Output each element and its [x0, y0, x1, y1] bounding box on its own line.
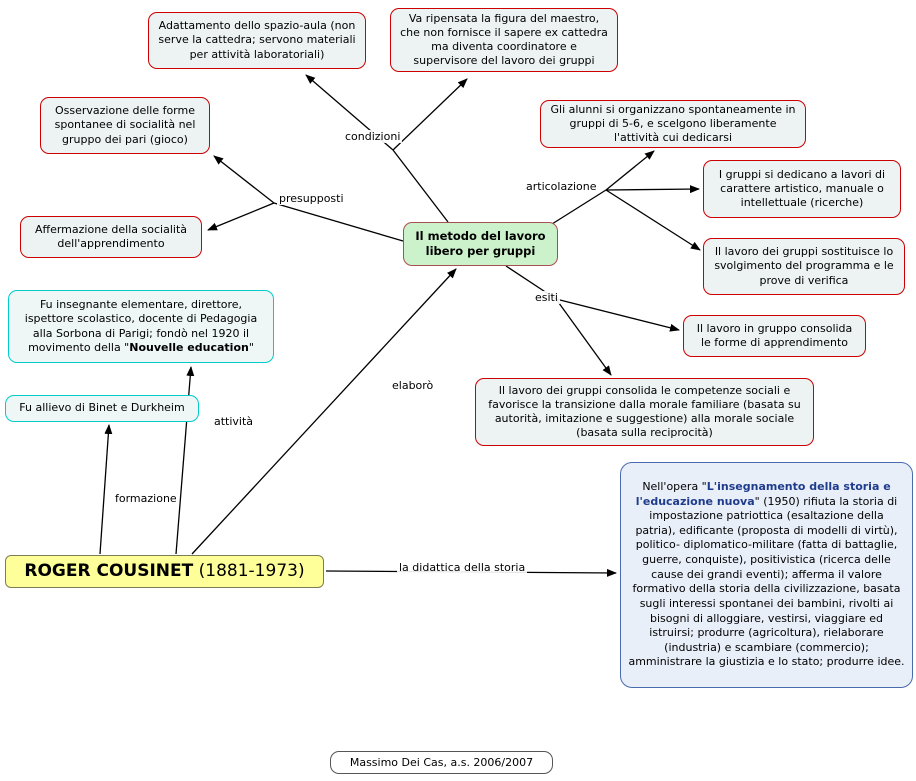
node-roger-cousinet: ROGER COUSINET (1881-1973) — [5, 555, 324, 588]
node-gruppi-lavori: I gruppi si dedicano a lavori di caratte… — [703, 160, 901, 218]
node-opera-storia: Nell'opera "L'insegnamento della storia … — [620, 462, 913, 688]
node-alunni-text: Gli alunni si organizzano spontaneamente… — [550, 102, 796, 145]
node-affermazione-text: Affermazione della socialità dell'appren… — [34, 222, 188, 250]
node-biografia-insegnante: Fu insegnante elementare, direttore, isp… — [8, 290, 274, 363]
credit-box: Massimo Dei Cas, a.s. 2006/2007 — [330, 751, 553, 774]
node-maestro-text: Va ripensata la figura del maestro, che … — [400, 11, 608, 68]
node-adattamento-text: Adattamento dello spazio-aula (non serve… — [158, 19, 356, 61]
edge-label-presupposti: presupposti — [277, 192, 346, 205]
edge-label-condizioni: condizioni — [343, 130, 403, 143]
node-allievo-binet-durkheim: Fu allievo di Binet e Durkheim — [5, 395, 199, 422]
node-affermazione-socialita: Affermazione della socialità dell'appren… — [20, 216, 202, 258]
edge-label-esiti: esiti — [533, 291, 560, 304]
edge-label-articolazione: articolazione — [524, 180, 599, 193]
credit-text: Massimo Dei Cas, a.s. 2006/2007 — [349, 756, 534, 769]
cousinet-years: (1881-1973) — [193, 560, 305, 581]
insegnante-segment-bold: Nouvelle education — [129, 340, 249, 354]
edge-label-attivita: attività — [212, 415, 256, 428]
node-insegnante-text: Fu insegnante elementare, direttore, isp… — [16, 298, 266, 354]
edge-label-formazione: formazione — [113, 492, 179, 505]
node-apprendimento-text: Il lavoro in gruppo consolida le forme d… — [696, 321, 853, 349]
node-metodo-lavoro-libero: Il metodo del lavoro libero per gruppi — [403, 222, 558, 266]
node-lavoro-sostituisce-programma: Il lavoro dei gruppi sostituisce lo svol… — [703, 238, 905, 295]
node-competenze-sociali: Il lavoro dei gruppi consolida le compet… — [475, 378, 814, 446]
cousinet-label: ROGER COUSINET (1881-1973) — [24, 561, 304, 583]
node-gruppi-lavori-text: I gruppi si dedicano a lavori di caratte… — [718, 167, 886, 210]
node-competenze-text: Il lavoro dei gruppi consolida le compet… — [488, 383, 801, 440]
node-figura-maestro: Va ripensata la figura del maestro, che … — [390, 8, 618, 72]
opera-segment-title: L'insegnamento della storia e l'educazio… — [635, 479, 891, 508]
cousinet-name: ROGER COUSINET — [24, 560, 194, 581]
node-programma-text: Il lavoro dei gruppi sostituisce lo svol… — [714, 245, 894, 287]
node-opera-text: Nell'opera "L'insegnamento della storia … — [628, 480, 905, 670]
insegnante-segment-3: " — [248, 340, 254, 354]
node-consolida-apprendimento: Il lavoro in gruppo consolida le forme d… — [683, 315, 866, 357]
node-adattamento-spazio-aula: Adattamento dello spazio-aula (non serve… — [148, 12, 366, 69]
opera-segment-1: Nell'opera " — [642, 479, 707, 493]
edge-label-didattica-storia: la didattica della storia — [397, 561, 528, 574]
node-osservazione-socialita: Osservazione delle forme spontanee di so… — [40, 97, 210, 154]
node-allievo-text: Fu allievo di Binet e Durkheim — [19, 401, 185, 415]
opera-segment-3: " (1950) rifiuta la storia di impostazio… — [628, 494, 905, 669]
node-metodo-text: Il metodo del lavoro libero per gruppi — [415, 229, 546, 258]
node-alunni-gruppi: Gli alunni si organizzano spontaneamente… — [540, 100, 806, 148]
node-osservazione-text: Osservazione delle forme spontanee di so… — [54, 104, 196, 146]
insegnante-segment-1: Fu insegnante elementare, direttore, isp… — [24, 298, 258, 354]
edge-label-elaboro: elaborò — [390, 379, 436, 392]
